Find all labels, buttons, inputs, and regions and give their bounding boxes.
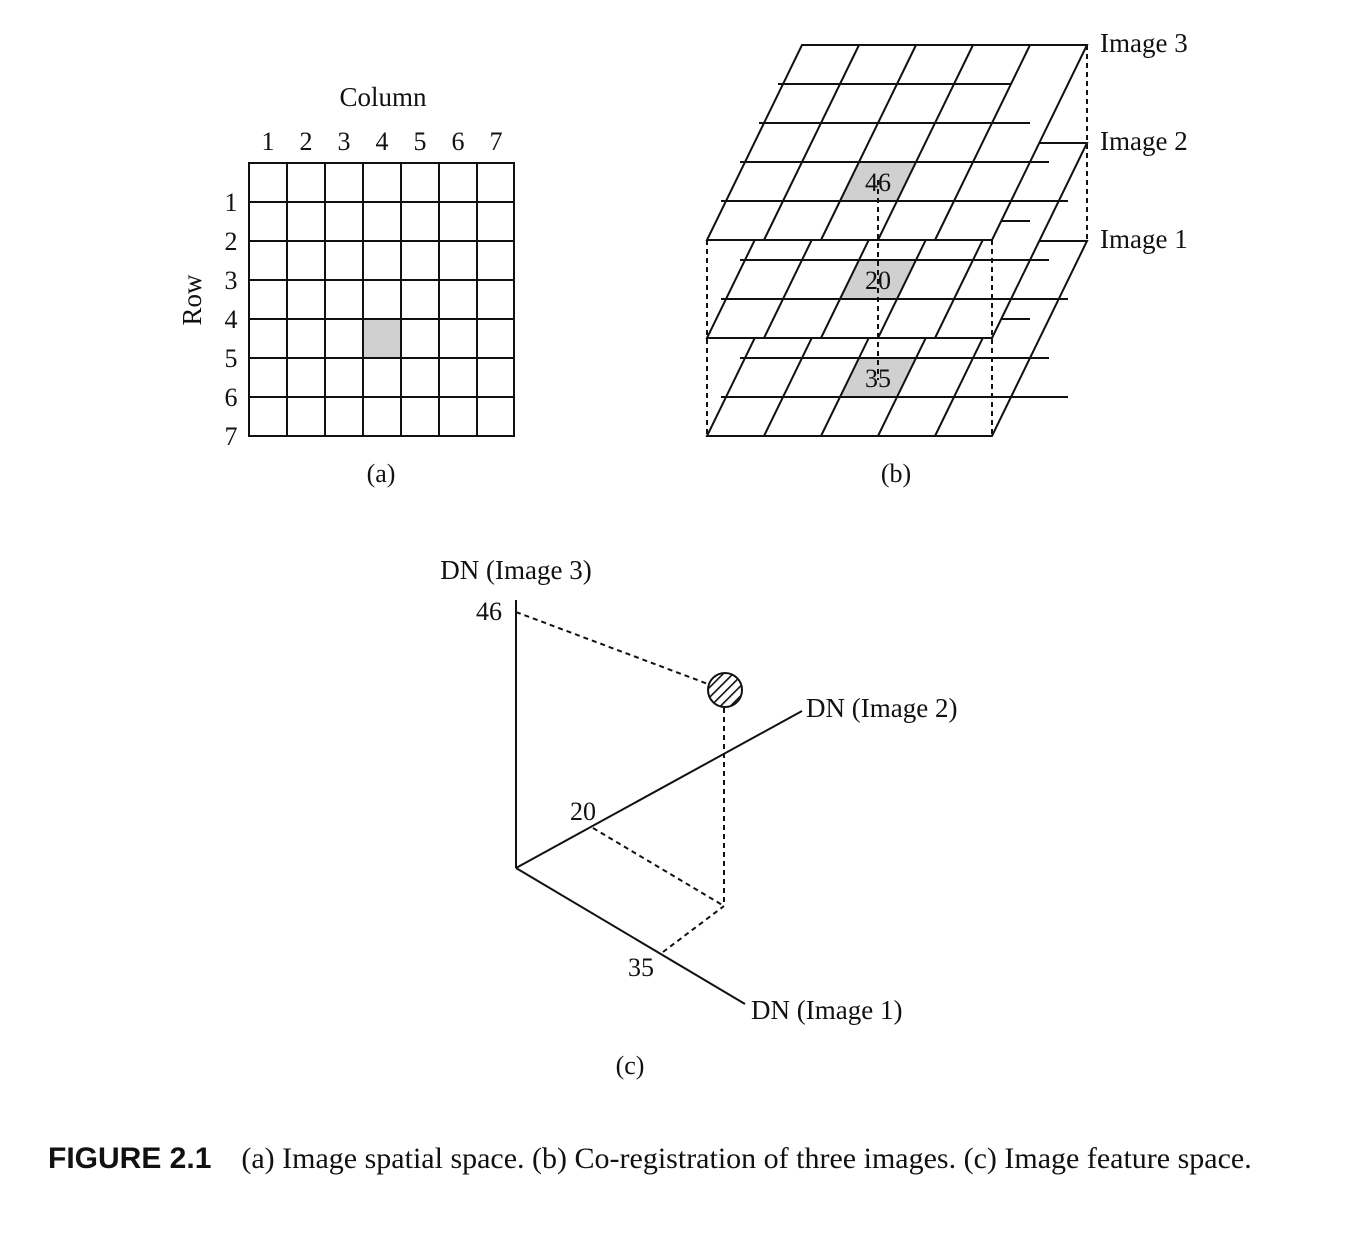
column-number: 2 xyxy=(300,127,313,156)
axis-image-2 xyxy=(515,710,803,869)
layer-name: Image 2 xyxy=(1100,126,1188,156)
row-number: 3 xyxy=(225,266,238,295)
layer-name: Image 1 xyxy=(1100,224,1188,254)
axis-z-label: DN (Image 3) xyxy=(440,555,591,585)
highlighted-pixel xyxy=(363,319,401,358)
figure-canvas: Column 1 2 3 4 5 6 7 Row 1 2 3 4 5 6 7 xyxy=(177,28,1188,1080)
axis-x-label: DN (Image 1) xyxy=(751,995,902,1025)
row-number: 5 xyxy=(225,344,238,373)
z-value: 46 xyxy=(476,597,502,626)
row-numbers: 1 2 3 4 5 6 7 xyxy=(225,188,238,451)
row-title: Row xyxy=(177,274,207,326)
column-number: 7 xyxy=(490,127,503,156)
column-title: Column xyxy=(339,82,427,112)
layer-name: Image 3 xyxy=(1100,28,1188,58)
panel-a: Column 1 2 3 4 5 6 7 Row 1 2 3 4 5 6 7 xyxy=(177,82,515,488)
panel-a-label: (a) xyxy=(367,459,396,488)
column-number: 6 xyxy=(452,127,465,156)
panel-c: DN (Image 3) DN (Image 2) DN (Image 1) 4… xyxy=(440,555,957,1080)
column-number: 4 xyxy=(376,127,389,156)
row-number: 7 xyxy=(225,422,238,451)
axis-y-label: DN (Image 2) xyxy=(806,693,957,723)
feature-point xyxy=(707,672,743,708)
stack-connectors xyxy=(706,45,1088,436)
row-number: 1 xyxy=(225,188,238,217)
feature-axes xyxy=(515,600,803,1005)
panel-b-label: (b) xyxy=(881,459,911,488)
row-number: 6 xyxy=(225,383,238,412)
x-value: 35 xyxy=(628,953,654,982)
axis-image-1 xyxy=(515,867,746,1005)
column-numbers: 1 2 3 4 5 6 7 xyxy=(262,127,503,156)
pixel-grid xyxy=(248,162,515,437)
layer-cell-highlight xyxy=(840,358,916,397)
row-number: 2 xyxy=(225,227,238,256)
column-number: 3 xyxy=(338,127,351,156)
figure-label: FIGURE 2.1 xyxy=(48,1142,212,1175)
y-value: 20 xyxy=(570,797,596,826)
panel-b: 35 20 xyxy=(705,28,1188,488)
projection-lines xyxy=(515,611,725,953)
column-number: 1 xyxy=(262,127,275,156)
caption-text: (a) Image spatial space. (b) Co-registra… xyxy=(241,1142,1252,1175)
figure-caption: FIGURE 2.1 (a) Image spatial space. (b) C… xyxy=(48,1138,1338,1180)
column-number: 5 xyxy=(414,127,427,156)
panel-c-label: (c) xyxy=(616,1051,645,1080)
row-number: 4 xyxy=(225,305,238,334)
